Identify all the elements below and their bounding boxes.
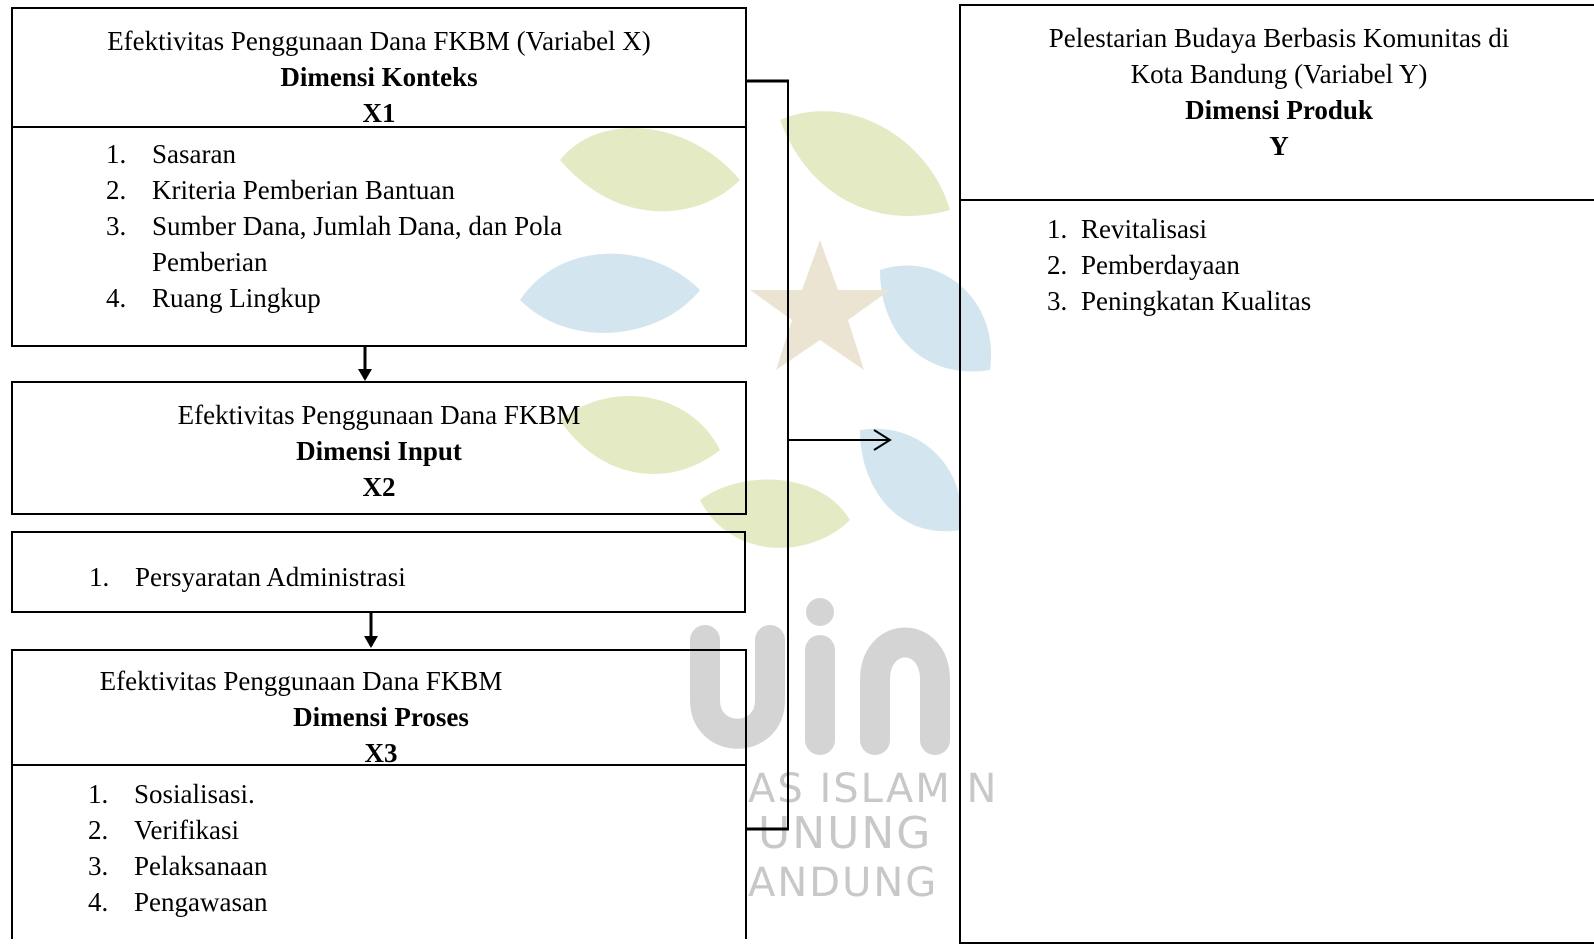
x2-item-list: 1.Persyaratan Administrasi: [89, 559, 406, 595]
x3-box: Efektivitas Penggunaan Dana FKBM Dimensi…: [11, 649, 747, 939]
x2-items-box: 1.Persyaratan Administrasi: [11, 531, 746, 613]
x1-divider: [11, 126, 747, 128]
x2-dimension: Dimensi Input: [296, 436, 462, 466]
watermark-text-line1: AS ISLAM N: [748, 766, 999, 812]
arrow-x1-to-x2-head: [358, 369, 372, 381]
x3-header: Efektivitas Penggunaan Dana FKBM Dimensi…: [13, 651, 749, 771]
list-item: 2.Kriteria Pemberian Bantuan: [106, 175, 455, 205]
y-dimension: Dimensi Produk: [1185, 95, 1373, 125]
list-item: 2.Pemberdayaan: [1047, 250, 1240, 280]
list-item: 1.Persyaratan Administrasi: [89, 562, 406, 592]
list-item: 3.Sumber Dana, Jumlah Dana, dan Pola: [106, 211, 563, 241]
watermark-uin-dot: [806, 598, 834, 626]
arrow-x2-to-x3-head: [364, 636, 378, 648]
watermark-star: [750, 240, 890, 370]
y-header: Pelestarian Budaya Berbasis Komunitas di…: [961, 6, 1594, 164]
list-item: 3.Pelaksanaan: [88, 851, 268, 881]
x3-dimension: Dimensi Proses: [293, 702, 469, 732]
x1-code: X1: [362, 98, 396, 128]
x3-title: Efektivitas Penggunaan Dana FKBM: [99, 666, 503, 696]
list-item: 1.Sasaran: [106, 139, 236, 169]
y-title-line1: Pelestarian Budaya Berbasis Komunitas di: [1048, 23, 1510, 53]
watermark-text-line2: UNUNG: [758, 808, 933, 859]
x2-box: Efektivitas Penggunaan Dana FKBM Dimensi…: [11, 381, 747, 515]
x2-header: Efektivitas Penggunaan Dana FKBM Dimensi…: [13, 383, 745, 505]
watermark-petal-bottom-right: [860, 428, 962, 532]
y-code: Y: [1269, 131, 1289, 161]
y-item-list: 1.Revitalisasi 2.Pemberdayaan 3.Peningka…: [1047, 211, 1311, 319]
list-item: Pemberian: [152, 247, 268, 277]
list-item: 1.Revitalisasi: [1047, 214, 1207, 244]
list-item: 1.Sosialisasi.: [88, 779, 255, 809]
x3-divider: [11, 764, 747, 766]
arrow-to-y-head: [873, 429, 892, 451]
y-title-line2: Kota Bandung (Variabel Y): [1130, 59, 1428, 89]
x1-item-list: 1.Sasaran 2.Kriteria Pemberian Bantuan 3…: [106, 136, 562, 316]
x3-code: X3: [364, 738, 398, 768]
y-divider: [959, 199, 1594, 201]
watermark-petal-top-right: [780, 111, 950, 216]
x2-title: Efektivitas Penggunaan Dana FKBM: [177, 400, 581, 430]
list-item: 2.Verifikasi: [88, 815, 239, 845]
watermark-text-line3: ANDUNG: [748, 860, 939, 906]
x2-code: X2: [362, 472, 396, 502]
x1-dimension: Dimensi Konteks: [280, 62, 478, 92]
x1-header: Efektivitas Penggunaan Dana FKBM (Variab…: [13, 9, 745, 131]
list-item: 3.Peningkatan Kualitas: [1047, 286, 1312, 316]
x1-title: Efektivitas Penggunaan Dana FKBM (Variab…: [107, 26, 651, 56]
list-item: 4.Pengawasan: [88, 887, 268, 917]
list-item: 4.Ruang Lingkup: [106, 283, 321, 313]
x3-item-list: 1.Sosialisasi. 2.Verifikasi 3.Pelaksanaa…: [88, 776, 267, 920]
x1-box: Efektivitas Penggunaan Dana FKBM (Variab…: [11, 7, 747, 347]
y-box: Pelestarian Budaya Berbasis Komunitas di…: [959, 4, 1594, 944]
